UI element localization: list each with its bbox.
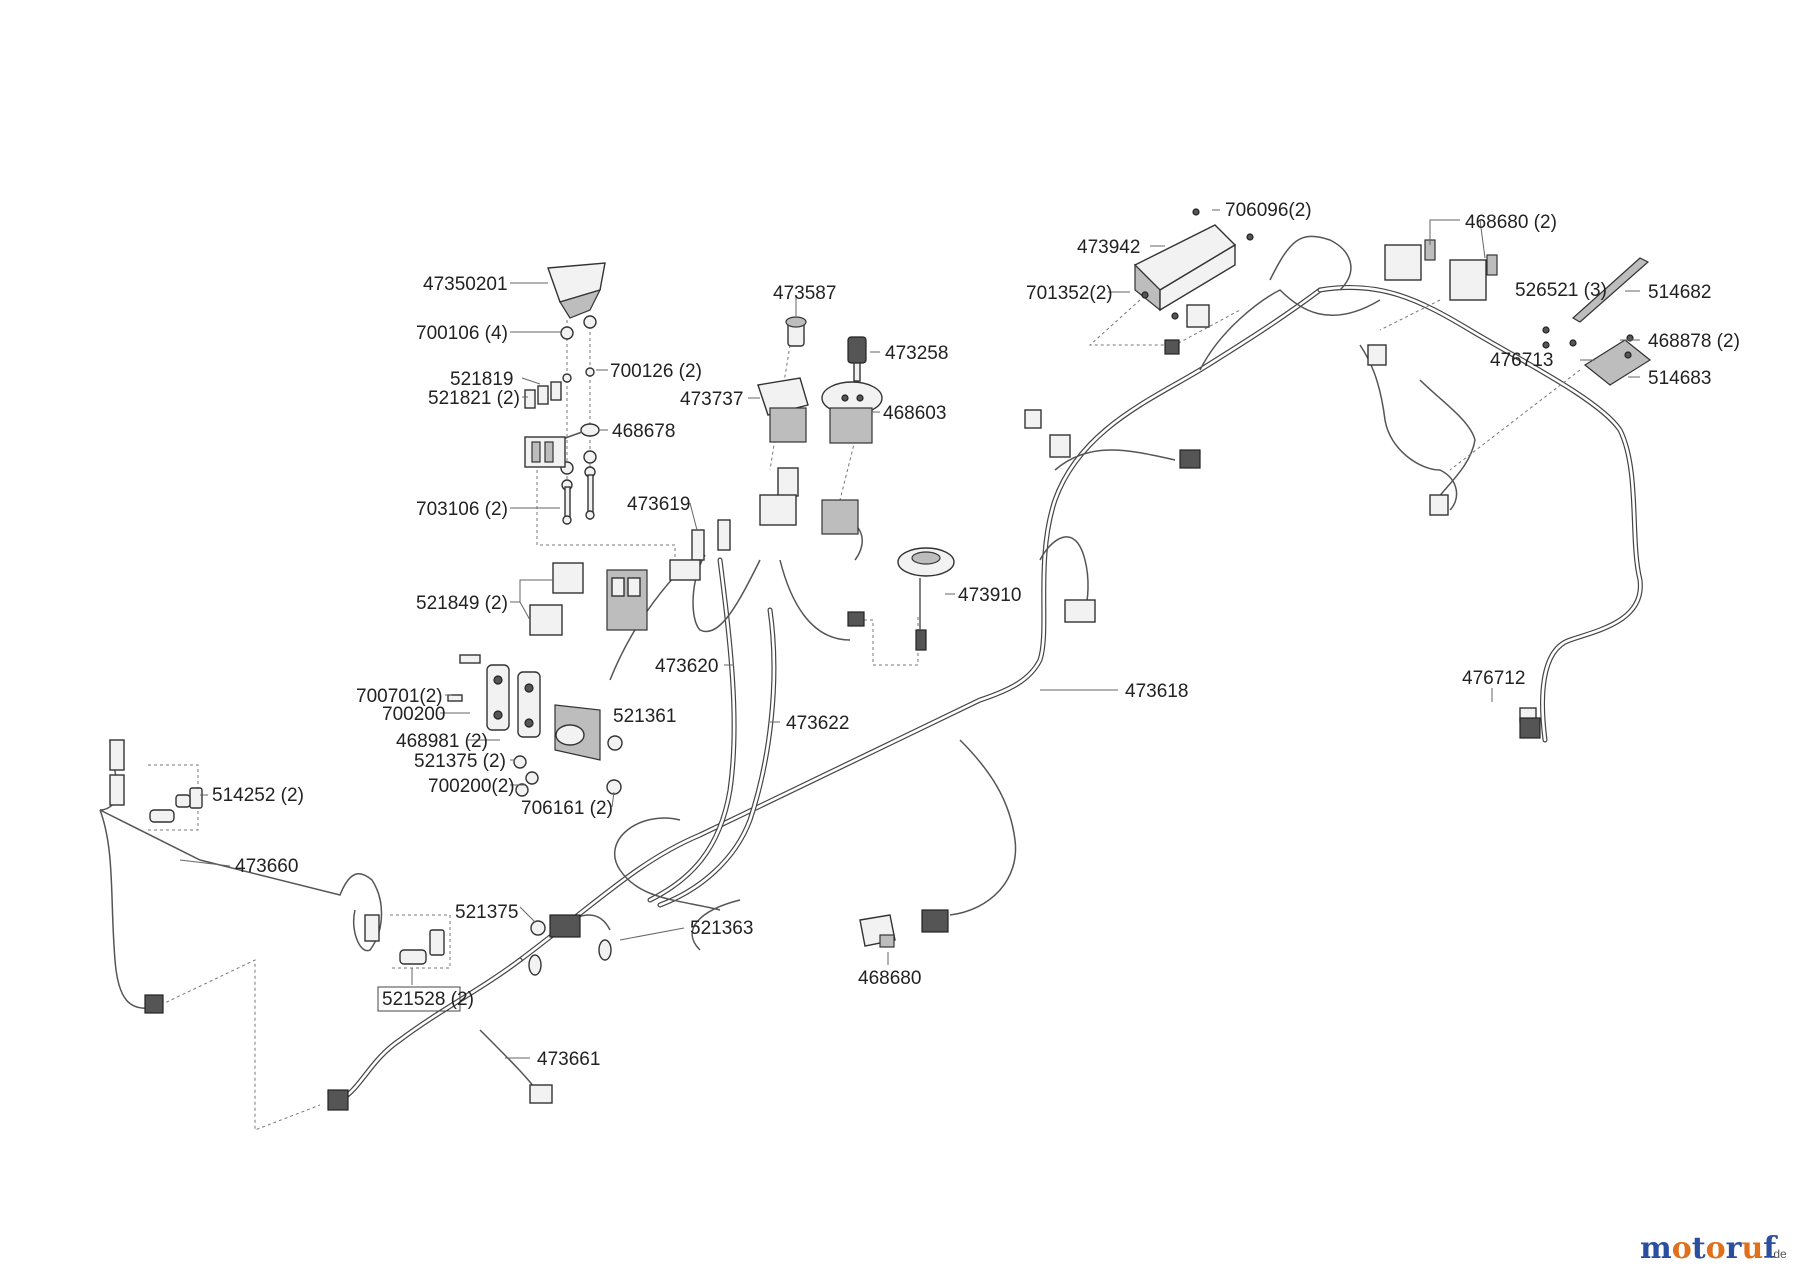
label-700126: 700126 (2): [610, 361, 702, 382]
logo-m: m: [1640, 1231, 1672, 1266]
fuse-set: [524, 381, 562, 409]
main-harness-473618: [517, 235, 1643, 963]
fuse-holder: [524, 436, 566, 468]
logo-t: t: [1692, 1231, 1706, 1266]
label-521528: 521528 (2): [382, 989, 474, 1010]
logo-u: u: [1741, 1231, 1763, 1266]
hardware-stack: [560, 315, 597, 525]
label-514252: 514252 (2): [212, 785, 304, 806]
harness-connectors: [847, 304, 1541, 739]
logo-suffix: .de: [1770, 1247, 1787, 1261]
label-476713: 476713: [1490, 350, 1553, 371]
lamps-521528: [364, 914, 445, 965]
relays-521849: [529, 562, 648, 636]
label-521375b: 521375: [455, 902, 518, 923]
label-526521: 526521 (3): [1515, 280, 1607, 301]
nuts-small: [513, 735, 623, 797]
motoruf-logo: motoruf .de: [1640, 1231, 1787, 1266]
label-47350201: 47350201: [423, 274, 508, 295]
controller-box-473942: [1133, 208, 1254, 320]
label-468680b: 468680: [858, 968, 921, 989]
label-468981: 468981 (2): [396, 731, 488, 752]
label-468603: 468603: [883, 403, 946, 424]
label-706161: 706161 (2): [521, 798, 613, 819]
switch-connectors: [759, 467, 859, 535]
label-473618: 473618: [1125, 681, 1188, 702]
label-521819: 521819: [450, 369, 513, 390]
leader-lines: [179, 209, 1640, 1059]
label-706096: 706096(2): [1225, 200, 1312, 221]
label-521821: 521821 (2): [428, 388, 520, 409]
logo-o2: o: [1706, 1231, 1726, 1266]
part-514682: [1571, 257, 1650, 323]
part-514683: [1542, 326, 1652, 386]
logo-r: r: [1726, 1231, 1743, 1266]
label-700200b: 700200(2): [428, 776, 515, 797]
label-701352: 701352(2): [1026, 283, 1113, 304]
switch-468680-top: [1384, 239, 1498, 301]
label-521361: 521361: [613, 706, 676, 727]
label-521363: 521363: [690, 918, 753, 939]
part-labels: 47350201 700106 (4) 521819 521821 (2) 70…: [212, 200, 1740, 1070]
label-468878: 468878 (2): [1648, 331, 1740, 352]
label-468678: 468678: [612, 421, 675, 442]
label-703106: 703106 (2): [416, 499, 508, 520]
connector-521363: [528, 914, 612, 976]
label-473619: 473619: [627, 494, 690, 515]
label-521375a: 521375 (2): [414, 751, 506, 772]
label-box-521528: [377, 986, 461, 1012]
label-473910: 473910: [958, 585, 1021, 606]
label-514683: 514683: [1648, 368, 1711, 389]
label-700701: 700701(2): [356, 686, 443, 707]
label-473258: 473258: [885, 343, 948, 364]
label-473620: 473620: [655, 656, 718, 677]
switch-473587: [785, 316, 807, 347]
relay-plate-473619: [669, 519, 731, 581]
label-468680a: 468680 (2): [1465, 212, 1557, 233]
lamps-514252: [109, 739, 203, 823]
switch-468680-bottom: [859, 909, 949, 948]
label-473942: 473942: [1077, 237, 1140, 258]
label-514682: 514682: [1648, 282, 1711, 303]
label-700106: 700106 (4): [416, 323, 508, 344]
harness-473620: [559, 519, 863, 951]
harness-473661: [337, 957, 541, 1103]
label-473660: 473660: [235, 856, 298, 877]
svg-text:motoruf: motoruf: [1640, 1231, 1778, 1266]
logo-f: f: [1763, 1231, 1778, 1266]
eyelet-468678: [559, 423, 600, 441]
label-473661: 473661: [537, 1049, 600, 1070]
ignition-key-473258: [847, 336, 867, 382]
label-476712: 476712: [1462, 668, 1525, 689]
ignition-switch-468603: [821, 381, 883, 444]
label-521849: 521849 (2): [416, 593, 508, 614]
logo-o1: o: [1672, 1231, 1692, 1266]
fuse-cover-part: [547, 262, 606, 319]
label-473587: 473587: [773, 283, 836, 304]
switch-block-473737: [757, 377, 809, 443]
part-473910: [897, 547, 955, 651]
connectors-left: [144, 994, 553, 1111]
label-700200a: 700200: [382, 704, 445, 725]
solenoid-521361: [447, 654, 601, 761]
label-473737: 473737: [680, 389, 743, 410]
label-473622: 473622: [786, 713, 849, 734]
